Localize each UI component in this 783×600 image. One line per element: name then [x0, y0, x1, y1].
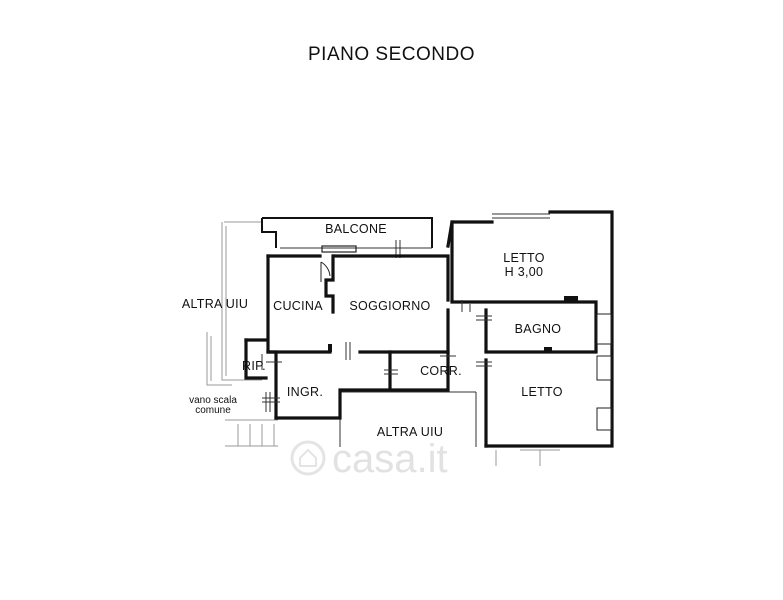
- label-vano-scala: vano scala: [189, 395, 237, 406]
- room-label-letto-2: LETTO: [521, 385, 563, 399]
- label-altra-uiu-left: ALTRA UIU: [182, 297, 248, 311]
- balcony: [261, 217, 433, 258]
- watermark-text: casa.it: [332, 437, 448, 481]
- room-label-letto-1: LETTO: [503, 251, 545, 265]
- room-label-letto-1-height: H 3,00: [505, 265, 544, 279]
- room-label-balcone: BALCONE: [325, 222, 387, 236]
- room-label-ingr: INGR.: [287, 385, 323, 399]
- room-label-soggiorno: SOGGIORNO: [349, 299, 430, 313]
- room-label-bagno: BAGNO: [515, 322, 562, 336]
- label-comune: comune: [195, 405, 231, 416]
- walls-left-block: [244, 254, 456, 420]
- room-label-corr: CORR.: [420, 364, 462, 378]
- neighbour-labels: ALTRA UIU ALTRA UIU vano scala comune: [182, 297, 443, 439]
- watermark-house-icon: [299, 448, 317, 467]
- room-labels: BALCONE CUCINA SOGGIORNO LETTO H 3,00 BA…: [242, 222, 563, 399]
- watermark-logo-icon: [290, 440, 326, 476]
- room-label-rip: RIP.: [242, 359, 266, 373]
- room-label-cucina: CUCINA: [273, 299, 323, 313]
- walls-right-block: [446, 210, 614, 448]
- label-altra-uiu-bottom: ALTRA UIU: [377, 425, 443, 439]
- plan-title: PIANO SECONDO: [308, 44, 475, 65]
- watermark: casa.it: [290, 437, 448, 481]
